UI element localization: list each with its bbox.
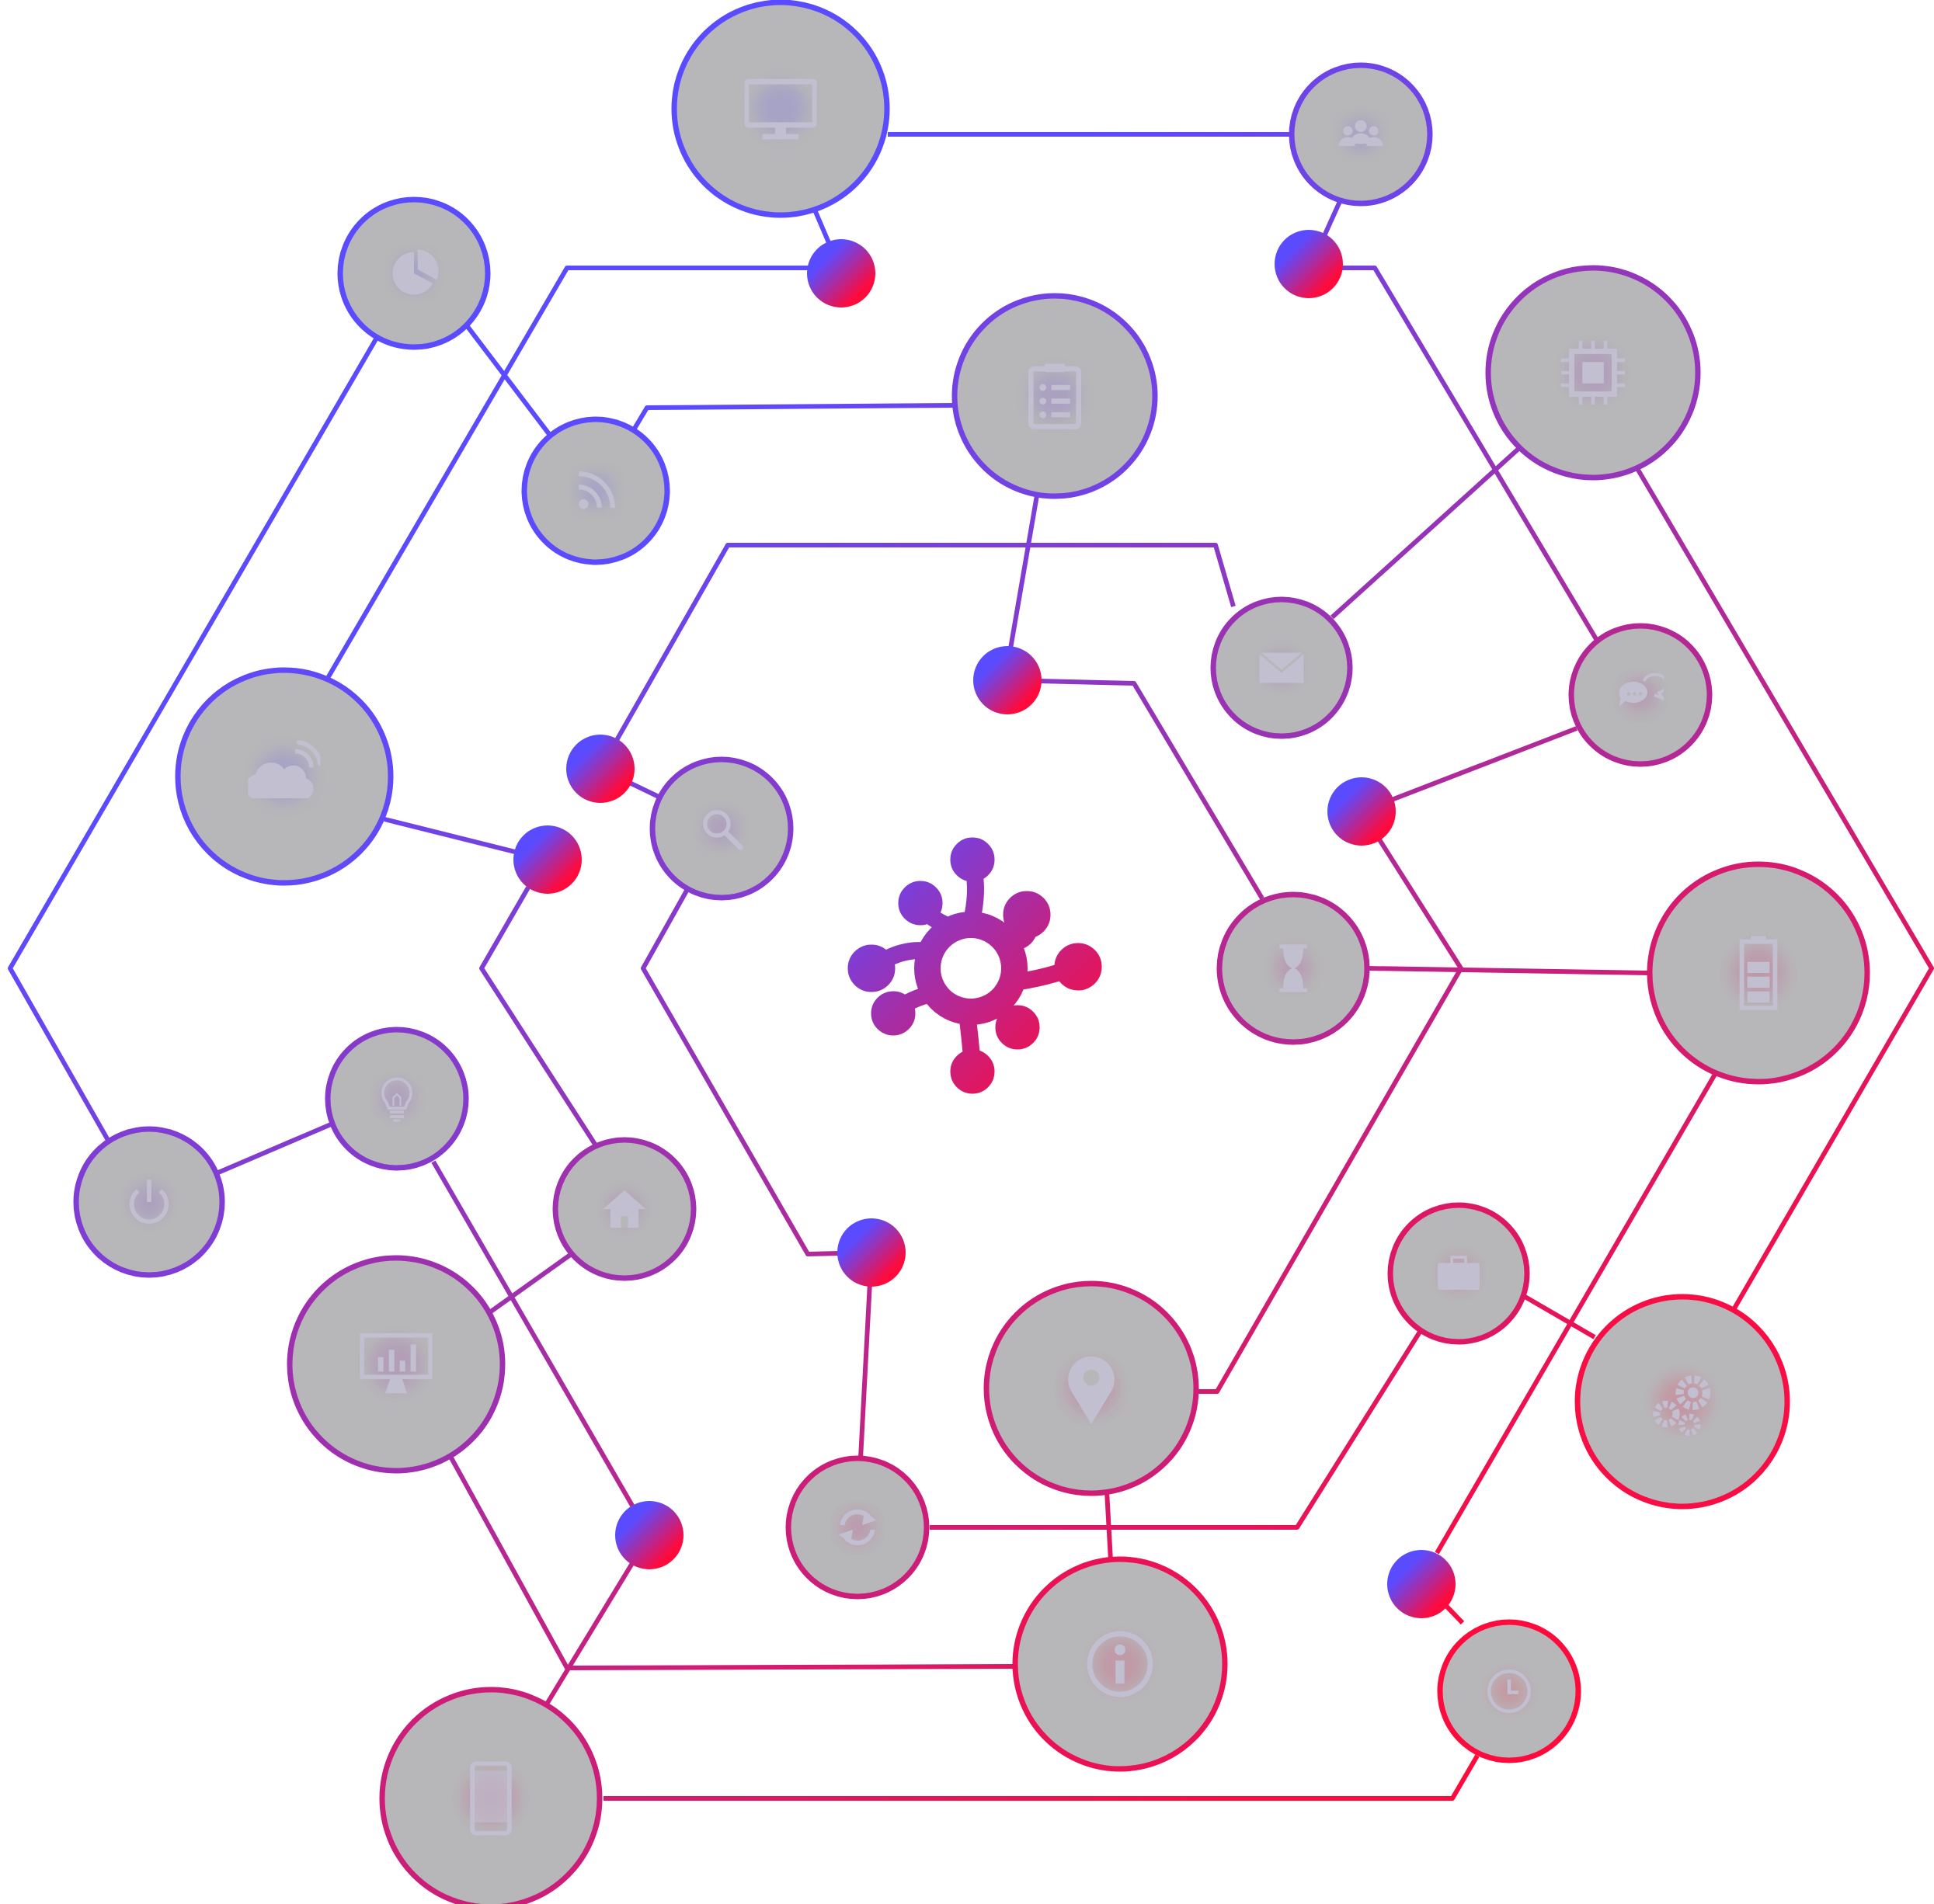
junction-dot <box>615 1501 684 1569</box>
junction-dot <box>513 825 582 894</box>
node-briefcase <box>1387 1202 1530 1345</box>
connector-line <box>598 543 1236 770</box>
connector-line <box>930 1328 1424 1530</box>
node-pin <box>983 1280 1199 1496</box>
node-cloud <box>175 667 394 886</box>
node-bulb <box>325 1027 469 1171</box>
node-phone <box>379 1687 603 1904</box>
node-pie <box>337 196 491 350</box>
connector-line <box>447 1452 1016 1670</box>
node-hourglass <box>1216 891 1370 1045</box>
node-gears <box>1574 1294 1790 1510</box>
connector-line <box>1196 810 1463 1394</box>
icon-nodes <box>73 0 1870 1904</box>
junction-dot <box>1275 230 1343 298</box>
connector-line <box>322 266 841 685</box>
connector-line <box>1330 446 1521 620</box>
node-refresh <box>785 1455 930 1600</box>
node-home <box>552 1137 697 1281</box>
node-users <box>1289 62 1433 207</box>
network-hub-icon <box>847 837 1102 1094</box>
connector-line <box>1007 678 1264 900</box>
connector-line <box>1004 495 1039 676</box>
connector-line <box>1633 464 1934 1314</box>
connector-line <box>1360 726 1578 814</box>
junction-dot <box>566 735 635 803</box>
connector-line <box>604 1754 1480 1801</box>
node-monitor <box>671 0 890 218</box>
node-glow <box>1029 370 1080 422</box>
connector-line <box>479 886 598 1147</box>
junction-dot <box>807 239 875 307</box>
node-search <box>649 756 794 901</box>
connector-line <box>1366 966 1651 975</box>
connector-line <box>489 1251 574 1314</box>
node-chip <box>1485 265 1701 481</box>
junction-dot <box>1387 1550 1456 1618</box>
node-chat <box>1568 623 1713 767</box>
node-rss <box>521 416 670 565</box>
connector-line <box>217 1122 332 1175</box>
junction-dot <box>973 646 1042 714</box>
node-clock <box>1437 1619 1581 1763</box>
envelope-icon <box>1258 651 1305 684</box>
node-battery <box>1647 861 1870 1085</box>
junction-dot <box>837 1218 906 1287</box>
connector-line <box>858 1252 874 1459</box>
connector-line <box>631 403 956 433</box>
connector-line <box>464 323 554 439</box>
connector-line <box>1521 1293 1596 1339</box>
node-power <box>73 1126 225 1278</box>
node-info <box>1012 1556 1228 1772</box>
connector-line <box>1435 1070 1719 1555</box>
chip-icon <box>1561 341 1626 405</box>
node-glow <box>753 82 808 136</box>
connector-line <box>431 1160 652 1537</box>
node-clipboard <box>951 293 1158 499</box>
junction-dots <box>513 230 1456 1618</box>
connector-line <box>1104 1490 1113 1562</box>
node-glow <box>578 473 614 509</box>
node-presentation <box>287 1255 506 1474</box>
node-mail <box>1210 596 1353 739</box>
junction-dot <box>1327 777 1396 846</box>
connector-line <box>8 336 379 1143</box>
